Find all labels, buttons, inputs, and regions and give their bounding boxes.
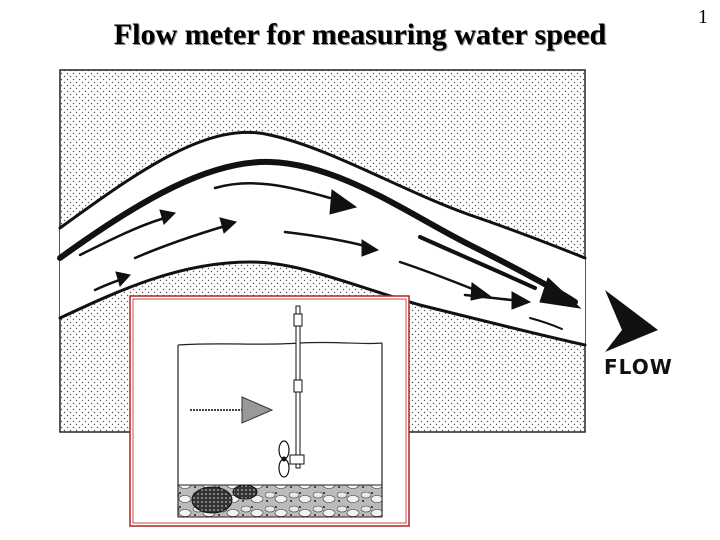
river-channel bbox=[60, 132, 585, 345]
flow-label: FLOW bbox=[604, 355, 673, 379]
flow-arrows bbox=[78, 182, 582, 330]
slide-title: Flow meter for measuring water speed bbox=[113, 18, 607, 51]
page-number: 1 bbox=[698, 6, 708, 28]
streamlines bbox=[57, 130, 587, 347]
flow-direction-arrow-icon bbox=[605, 290, 658, 352]
flow-meter-icon bbox=[278, 305, 305, 478]
water-current-arrow-icon bbox=[190, 396, 274, 424]
